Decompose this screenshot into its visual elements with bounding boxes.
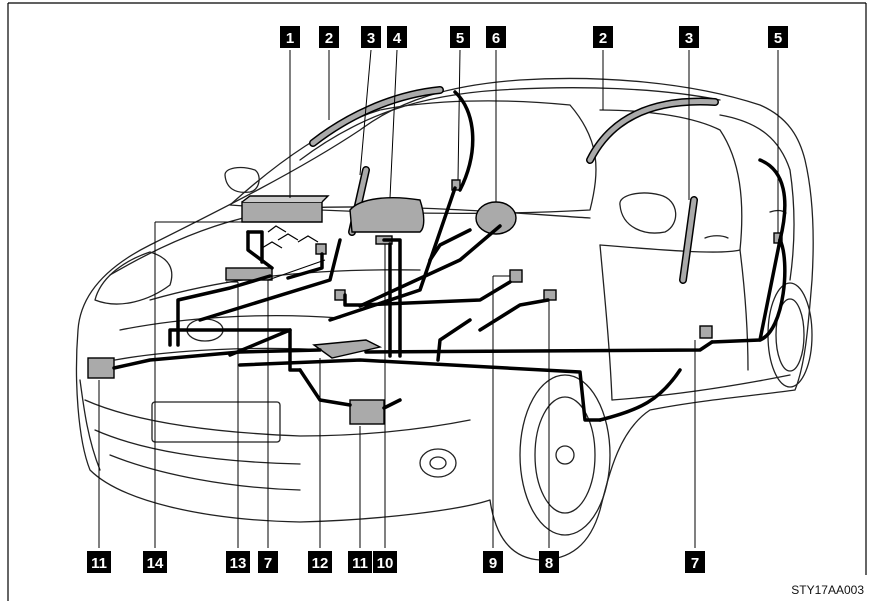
- bottom-callouts: 11 14 13 7 12 11 10 9: [87, 551, 705, 573]
- front-sensor-center: [349, 399, 385, 425]
- callout-number: 4: [393, 30, 402, 47]
- airbag-components: [87, 86, 783, 425]
- callout-number: 12: [312, 555, 329, 572]
- callout-number: 10: [377, 555, 394, 572]
- callout-badge: 6: [486, 26, 506, 48]
- callout-badge: 14: [143, 551, 167, 573]
- callout-number: 8: [545, 555, 553, 572]
- callout-badge: 1: [280, 26, 300, 48]
- connector-13: [225, 267, 273, 281]
- car-illustration: [75, 77, 814, 561]
- callout-badge: 10: [373, 551, 397, 573]
- callout-number: 1: [286, 30, 294, 47]
- callout-badge: 11: [348, 551, 372, 573]
- passenger-airbag-4: [349, 197, 425, 233]
- callout-badge: 2: [593, 26, 613, 48]
- callout-number: 14: [147, 555, 164, 572]
- callout-number: 7: [691, 555, 699, 572]
- callout-badge: 7: [258, 551, 278, 573]
- callout-number: 3: [685, 30, 693, 47]
- curtain-airbag-left-fill: [310, 87, 443, 146]
- leader-lines: [98, 49, 779, 548]
- callout-number: 2: [325, 30, 333, 47]
- callout-badge: 12: [308, 551, 332, 573]
- diagram-frame: [7, 2, 867, 601]
- callout-number: 13: [230, 555, 247, 572]
- callout-number: 2: [599, 30, 607, 47]
- callout-number: 9: [489, 555, 497, 572]
- callout-number: 5: [456, 30, 464, 47]
- airbag-ecu-12: [312, 339, 383, 359]
- front-sensor-left: [87, 357, 115, 379]
- callout-number: 5: [774, 30, 782, 47]
- callout-badge: 5: [768, 26, 788, 48]
- callout-badge: 11: [87, 551, 111, 573]
- callout-number: 6: [492, 30, 500, 47]
- callout-badge: 7: [685, 551, 705, 573]
- callout-badge: 13: [226, 551, 250, 573]
- callout-badge: 2: [319, 26, 339, 48]
- callout-badge: 4: [387, 26, 407, 48]
- callout-number: 11: [352, 555, 368, 572]
- callout-badge: 9: [483, 551, 503, 573]
- top-callouts: 1 2 3 4 5 6 2 3: [280, 26, 788, 48]
- callout-badge: 3: [679, 26, 699, 48]
- callout-badge: 3: [361, 26, 381, 48]
- airbag-module-1: [241, 201, 323, 223]
- callout-badge: 8: [539, 551, 559, 573]
- callout-number: 3: [367, 30, 375, 47]
- curtain-airbag-right-fill: [587, 99, 718, 163]
- callout-number: 7: [264, 555, 272, 572]
- image-code: STY17AA003: [791, 583, 864, 597]
- callout-number: 11: [91, 555, 107, 572]
- callout-badge: 5: [450, 26, 470, 48]
